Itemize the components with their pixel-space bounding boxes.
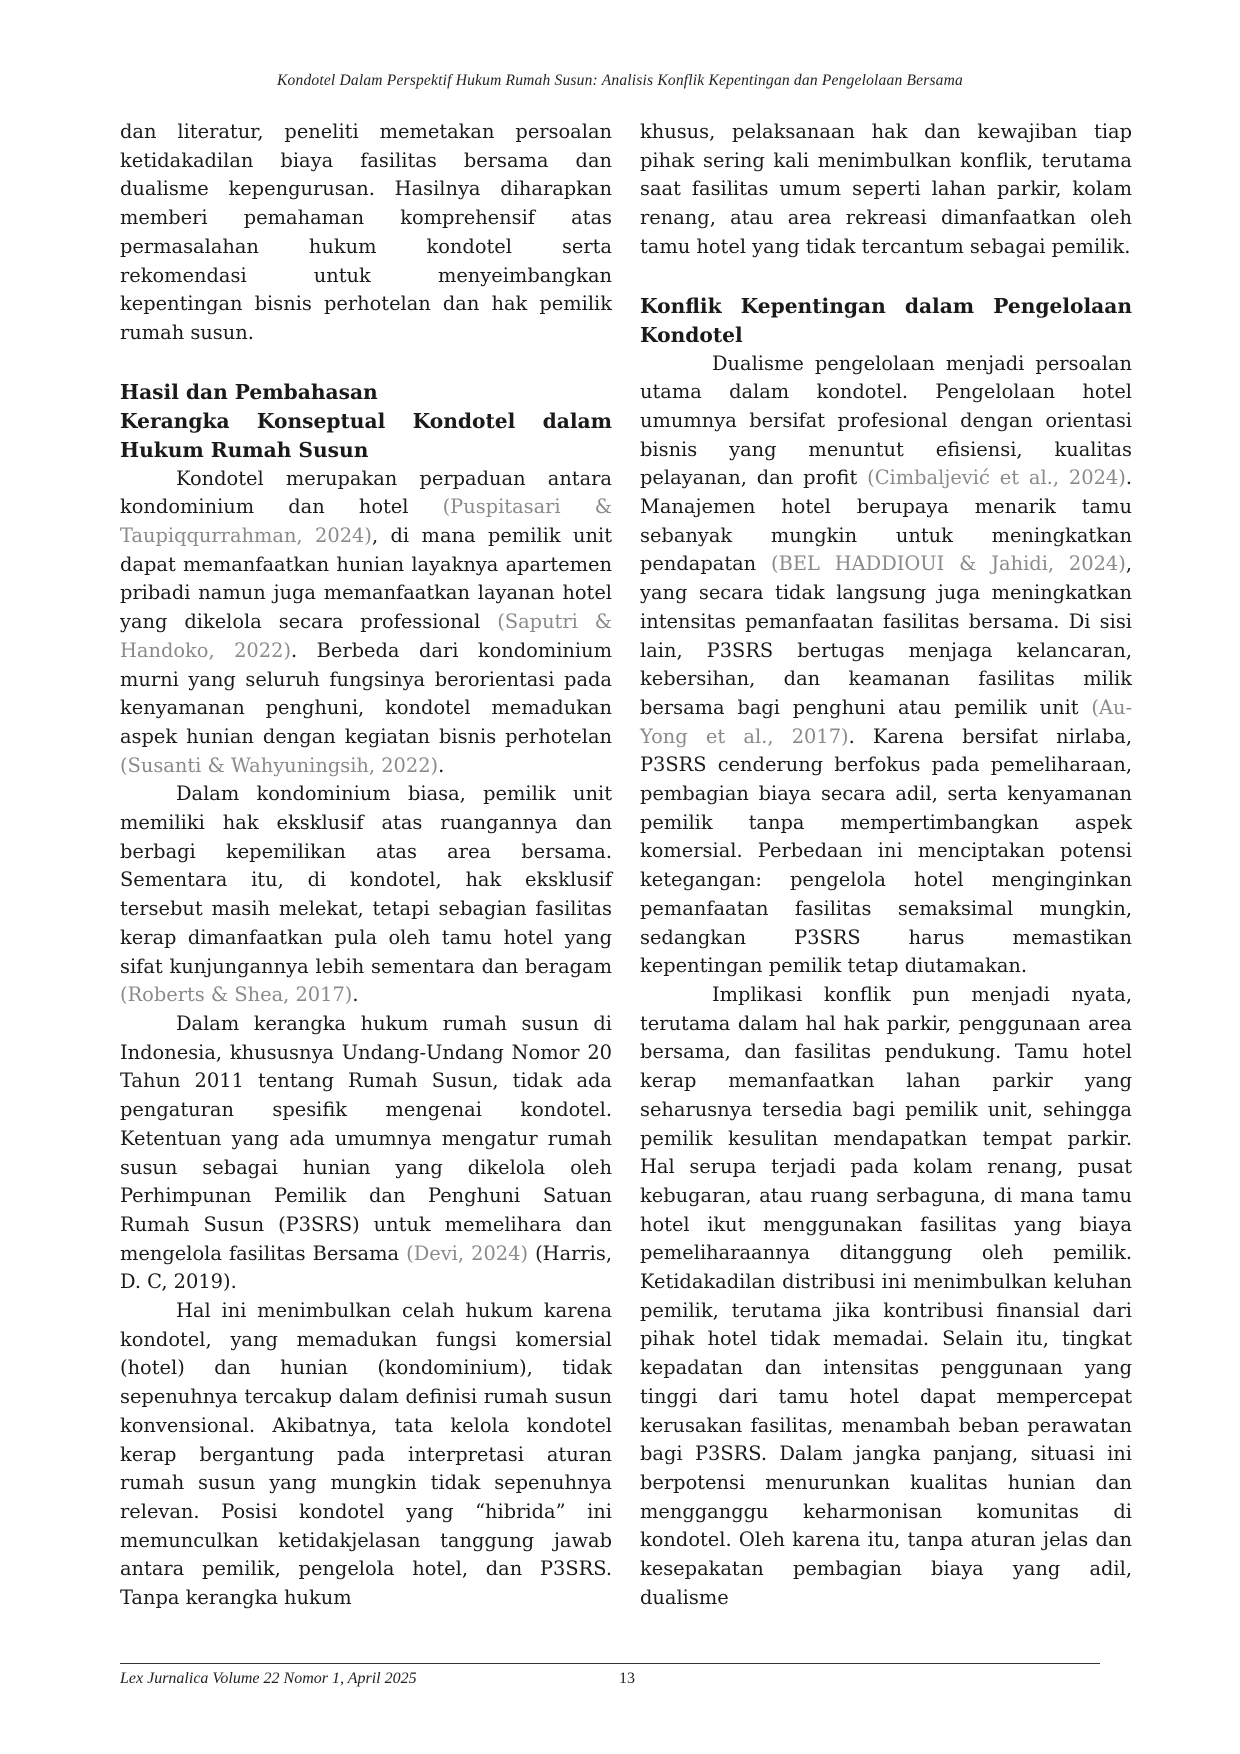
text-run: Dalam kondominium biasa, pemilik unit me… (120, 782, 612, 978)
text-run: (Harris, D. C, 2019). (120, 1241, 612, 1294)
text-run: . Berbeda dari kondominium murni yang se… (120, 638, 613, 748)
subsection-heading: Kerangka Konseptual Kondotel dalam Hukum… (120, 408, 612, 462)
text-run: . (438, 753, 445, 777)
text-run: Dalam kerangka hukum rumah susun di Indo… (120, 1011, 612, 1265)
citation: (BEL HADDIOUI & Jahidi, 2024) (771, 552, 1126, 576)
right-column: khusus, pelaksanaan hak dan kewajiban ti… (640, 118, 1132, 1612)
body-paragraph: dan literatur, peneliti memetakan persoa… (120, 120, 612, 344)
body-paragraph: Implikasi konflik pun menjadi nyata, ter… (640, 982, 1132, 1609)
text-run: . Karena bersifat nirlaba, P3SRS cenderu… (640, 724, 1132, 978)
citation: (Roberts & Shea, 2017) (120, 983, 353, 1007)
citation: (Puspitasari & Taupiqqurrahman, 2024) (120, 495, 612, 548)
text-run: . Manajemen hotel berupaya menarik tamu … (640, 466, 1132, 576)
citation: (Cimbaljević et al., 2024) (867, 466, 1126, 490)
citation: (Au-Yong et al., 2017) (640, 695, 1132, 748)
text-run: Kondotel merupakan perpaduan antara kond… (120, 466, 612, 519)
citation: (Susanti & Wahyuningsih, 2022) (120, 753, 439, 777)
citation: (Saputri & Handoko, 2022) (120, 610, 612, 662)
text-run: , yang secara tidak langsung juga mening… (640, 552, 1133, 719)
body-paragraph: Dalam kondominium biasa, pemilik unit me… (120, 780, 612, 1010)
text-run: Dualisme pengelolaan menjadi persoalan u… (640, 351, 1132, 490)
section-heading: Hasil dan Pembahasan (120, 379, 378, 404)
subsection-heading: Konflik Kepentingan dalam Pengelolaan Ko… (640, 293, 1132, 347)
body-paragraph: Kondotel merupakan perpaduan antara kond… (120, 465, 612, 781)
spacer (120, 348, 612, 378)
page-number: 13 (619, 1670, 635, 1687)
running-header: Kondotel Dalam Perspektif Hukum Rumah Su… (277, 72, 963, 89)
body-paragraph: Dalam kerangka hukum rumah susun di Indo… (120, 1010, 612, 1297)
footer-journal: Lex Jurnalica Volume 22 Nomor 1, April 2… (120, 1670, 417, 1687)
citation: (Devi, 2024) (406, 1241, 529, 1265)
body-paragraph: khusus, pelaksanaan hak dan kewajiban ti… (640, 120, 1132, 258)
text-run: . (352, 983, 359, 1007)
footer-divider (120, 1663, 1100, 1664)
spacer (640, 262, 1132, 292)
body-paragraph: Hal ini menimbulkan celah hukum karena k… (120, 1299, 612, 1610)
left-column: dan literatur, peneliti memetakan persoa… (120, 118, 612, 1613)
body-paragraph: Dualisme pengelolaan menjadi persoalan u… (640, 350, 1132, 981)
text-run: , di mana pemilik unit dapat memanfaatka… (120, 524, 613, 634)
